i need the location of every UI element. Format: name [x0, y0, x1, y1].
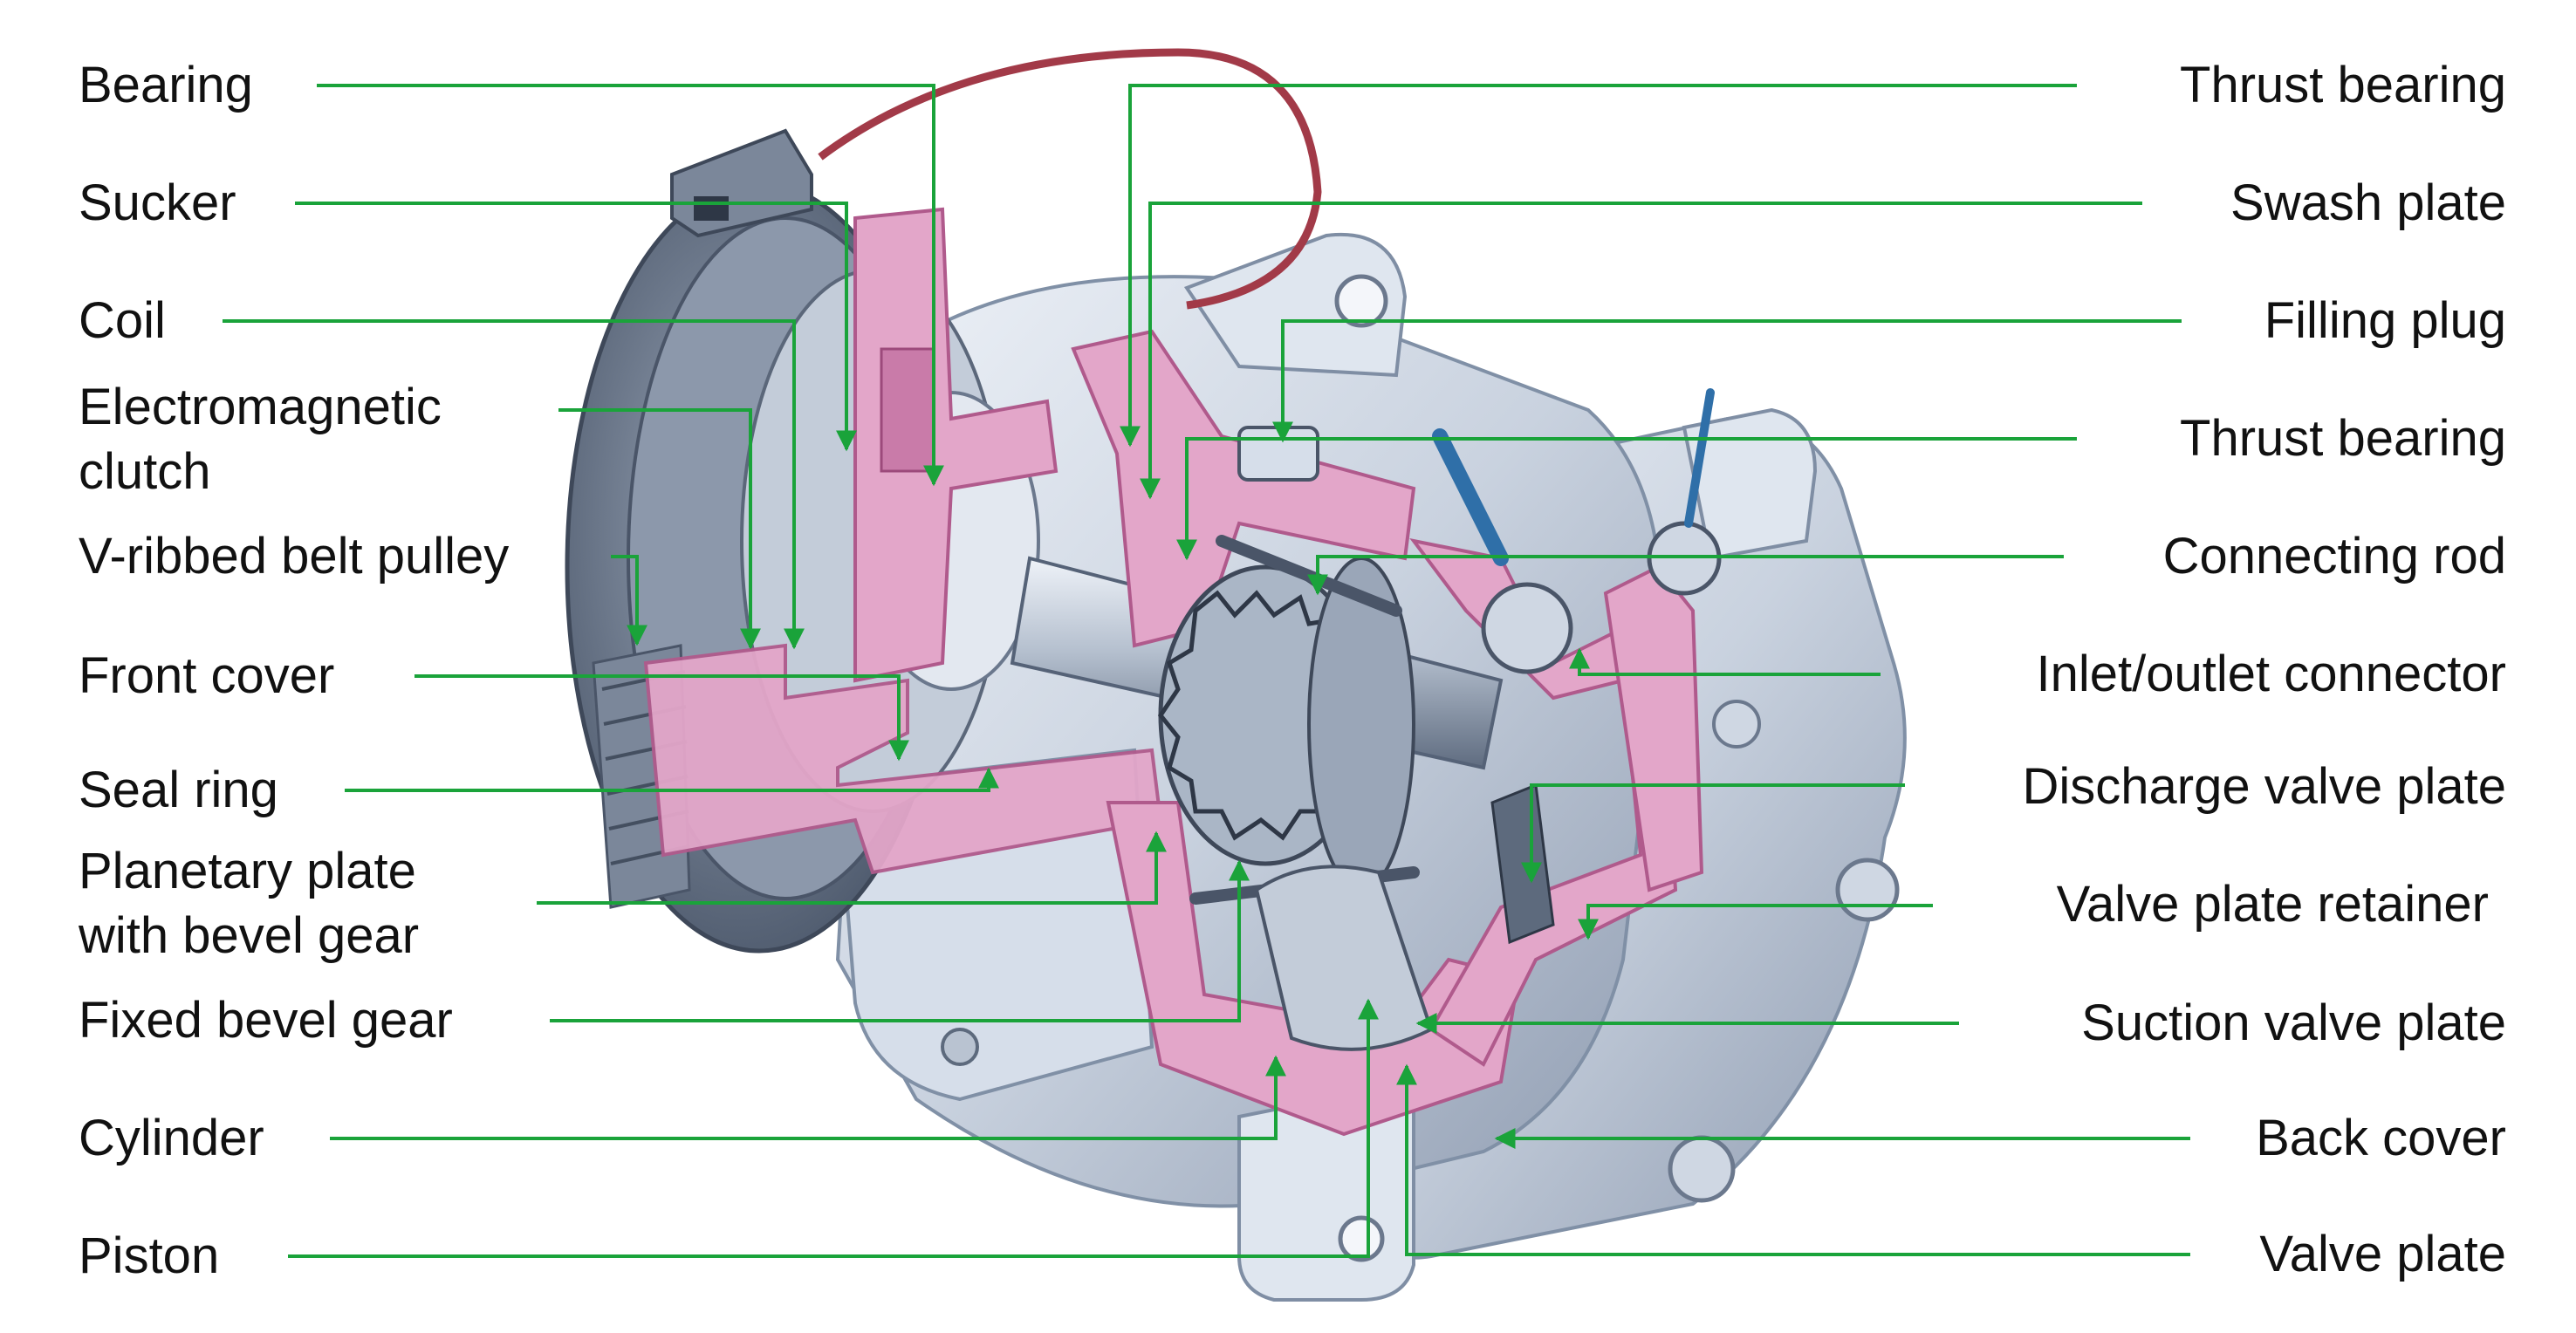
leader-lines-left [223, 84, 1379, 1258]
label-valve-plate: Valve plate [2259, 1226, 2506, 1282]
label-swash-plate: Swash plate [2230, 174, 2506, 231]
leader-thrust-bearing-1 [1120, 84, 2077, 448]
bolt-right-1 [1835, 858, 1900, 922]
label-thrust-bearing-2: Thrust bearing [2180, 410, 2506, 467]
filling-plug-part [1237, 426, 1319, 482]
outlet-arrow-blue [1684, 388, 1715, 528]
label-cylinder: Cylinder [79, 1110, 264, 1166]
top-mount-bracket [1183, 232, 1408, 378]
bolt-right-2 [1668, 1135, 1736, 1203]
leader-sucker [295, 202, 857, 452]
label-planetary-plate: Planetary plate with bevel gear [79, 843, 420, 964]
label-fixed-bevel-gear: Fixed bevel gear [79, 992, 453, 1049]
inlet-connector [1481, 582, 1573, 674]
label-back-cover: Back cover [2256, 1110, 2506, 1166]
wire [818, 48, 1322, 310]
leader-bearing [317, 84, 944, 487]
label-inlet-outlet-connector: Inlet/outlet connector [2036, 646, 2506, 702]
internal-parts [1157, 388, 1722, 1051]
mount-hole-bottom [1338, 1215, 1385, 1262]
label-piston: Piston [79, 1227, 220, 1284]
leader-fixed-bevel-gear [550, 859, 1250, 1022]
mount-hole-top [1334, 274, 1388, 328]
label-valve-plate-retainer: Valve plate retainer [2056, 876, 2489, 933]
leader-valve-plate [1396, 1063, 2190, 1256]
cutaway-valve-channel [1603, 564, 1704, 892]
label-seal-ring: Seal ring [79, 762, 278, 818]
inlet-arrow-blue [1432, 428, 1509, 566]
label-bearing: Bearing [79, 57, 253, 113]
electrical-connector [670, 48, 1322, 310]
label-coil: Coil [79, 292, 166, 349]
label-discharge-valve-plate: Discharge valve plate [2022, 758, 2506, 815]
leader-inlet-outlet-connector [1569, 647, 1881, 676]
leader-discharge-valve-plate [1521, 783, 1905, 884]
coil-windings [880, 347, 935, 473]
leader-coil [223, 319, 805, 650]
label-thrust-bearing-1: Thrust bearing [2180, 57, 2506, 113]
leader-valve-plate-retainer [1578, 904, 1933, 940]
leader-seal-ring [345, 767, 999, 792]
leader-front-cover [414, 674, 909, 762]
leader-planetary-plate [537, 831, 1167, 905]
cutaway-main-wall [1071, 329, 1416, 648]
leader-thrust-bearing-2 [1176, 437, 2077, 561]
leader-lines-right [1120, 84, 2190, 1256]
connector-socket [694, 196, 729, 221]
bolt-right-3 [1712, 700, 1761, 749]
label-connecting-rod: Connecting rod [2162, 528, 2506, 584]
label-sucker: Sucker [79, 174, 236, 231]
label-suction-valve-plate: Suction valve plate [2081, 995, 2506, 1051]
bolt-front [941, 1028, 979, 1066]
leader-swash-plate [1140, 202, 2142, 500]
cutaway-section [643, 207, 1704, 1137]
cutaway-front-cover [643, 643, 1163, 875]
groove-lines [601, 670, 690, 865]
leader-electromagnetic-clutch [558, 408, 761, 650]
leader-filling-plug [1272, 319, 2182, 443]
right-mount-bracket [1682, 407, 1818, 561]
label-v-ribbed-belt-pulley: V-ribbed belt pulley [79, 528, 510, 584]
leader-connecting-rod [1307, 555, 2064, 596]
leader-piston [288, 998, 1379, 1258]
label-filling-plug: Filling plug [2264, 292, 2506, 349]
leader-v-ribbed-belt-pulley [611, 555, 647, 646]
label-front-cover: Front cover [79, 647, 335, 704]
label-electromagnetic-clutch: Electromagnetic clutch [79, 379, 442, 500]
leader-cylinder [330, 1055, 1286, 1140]
